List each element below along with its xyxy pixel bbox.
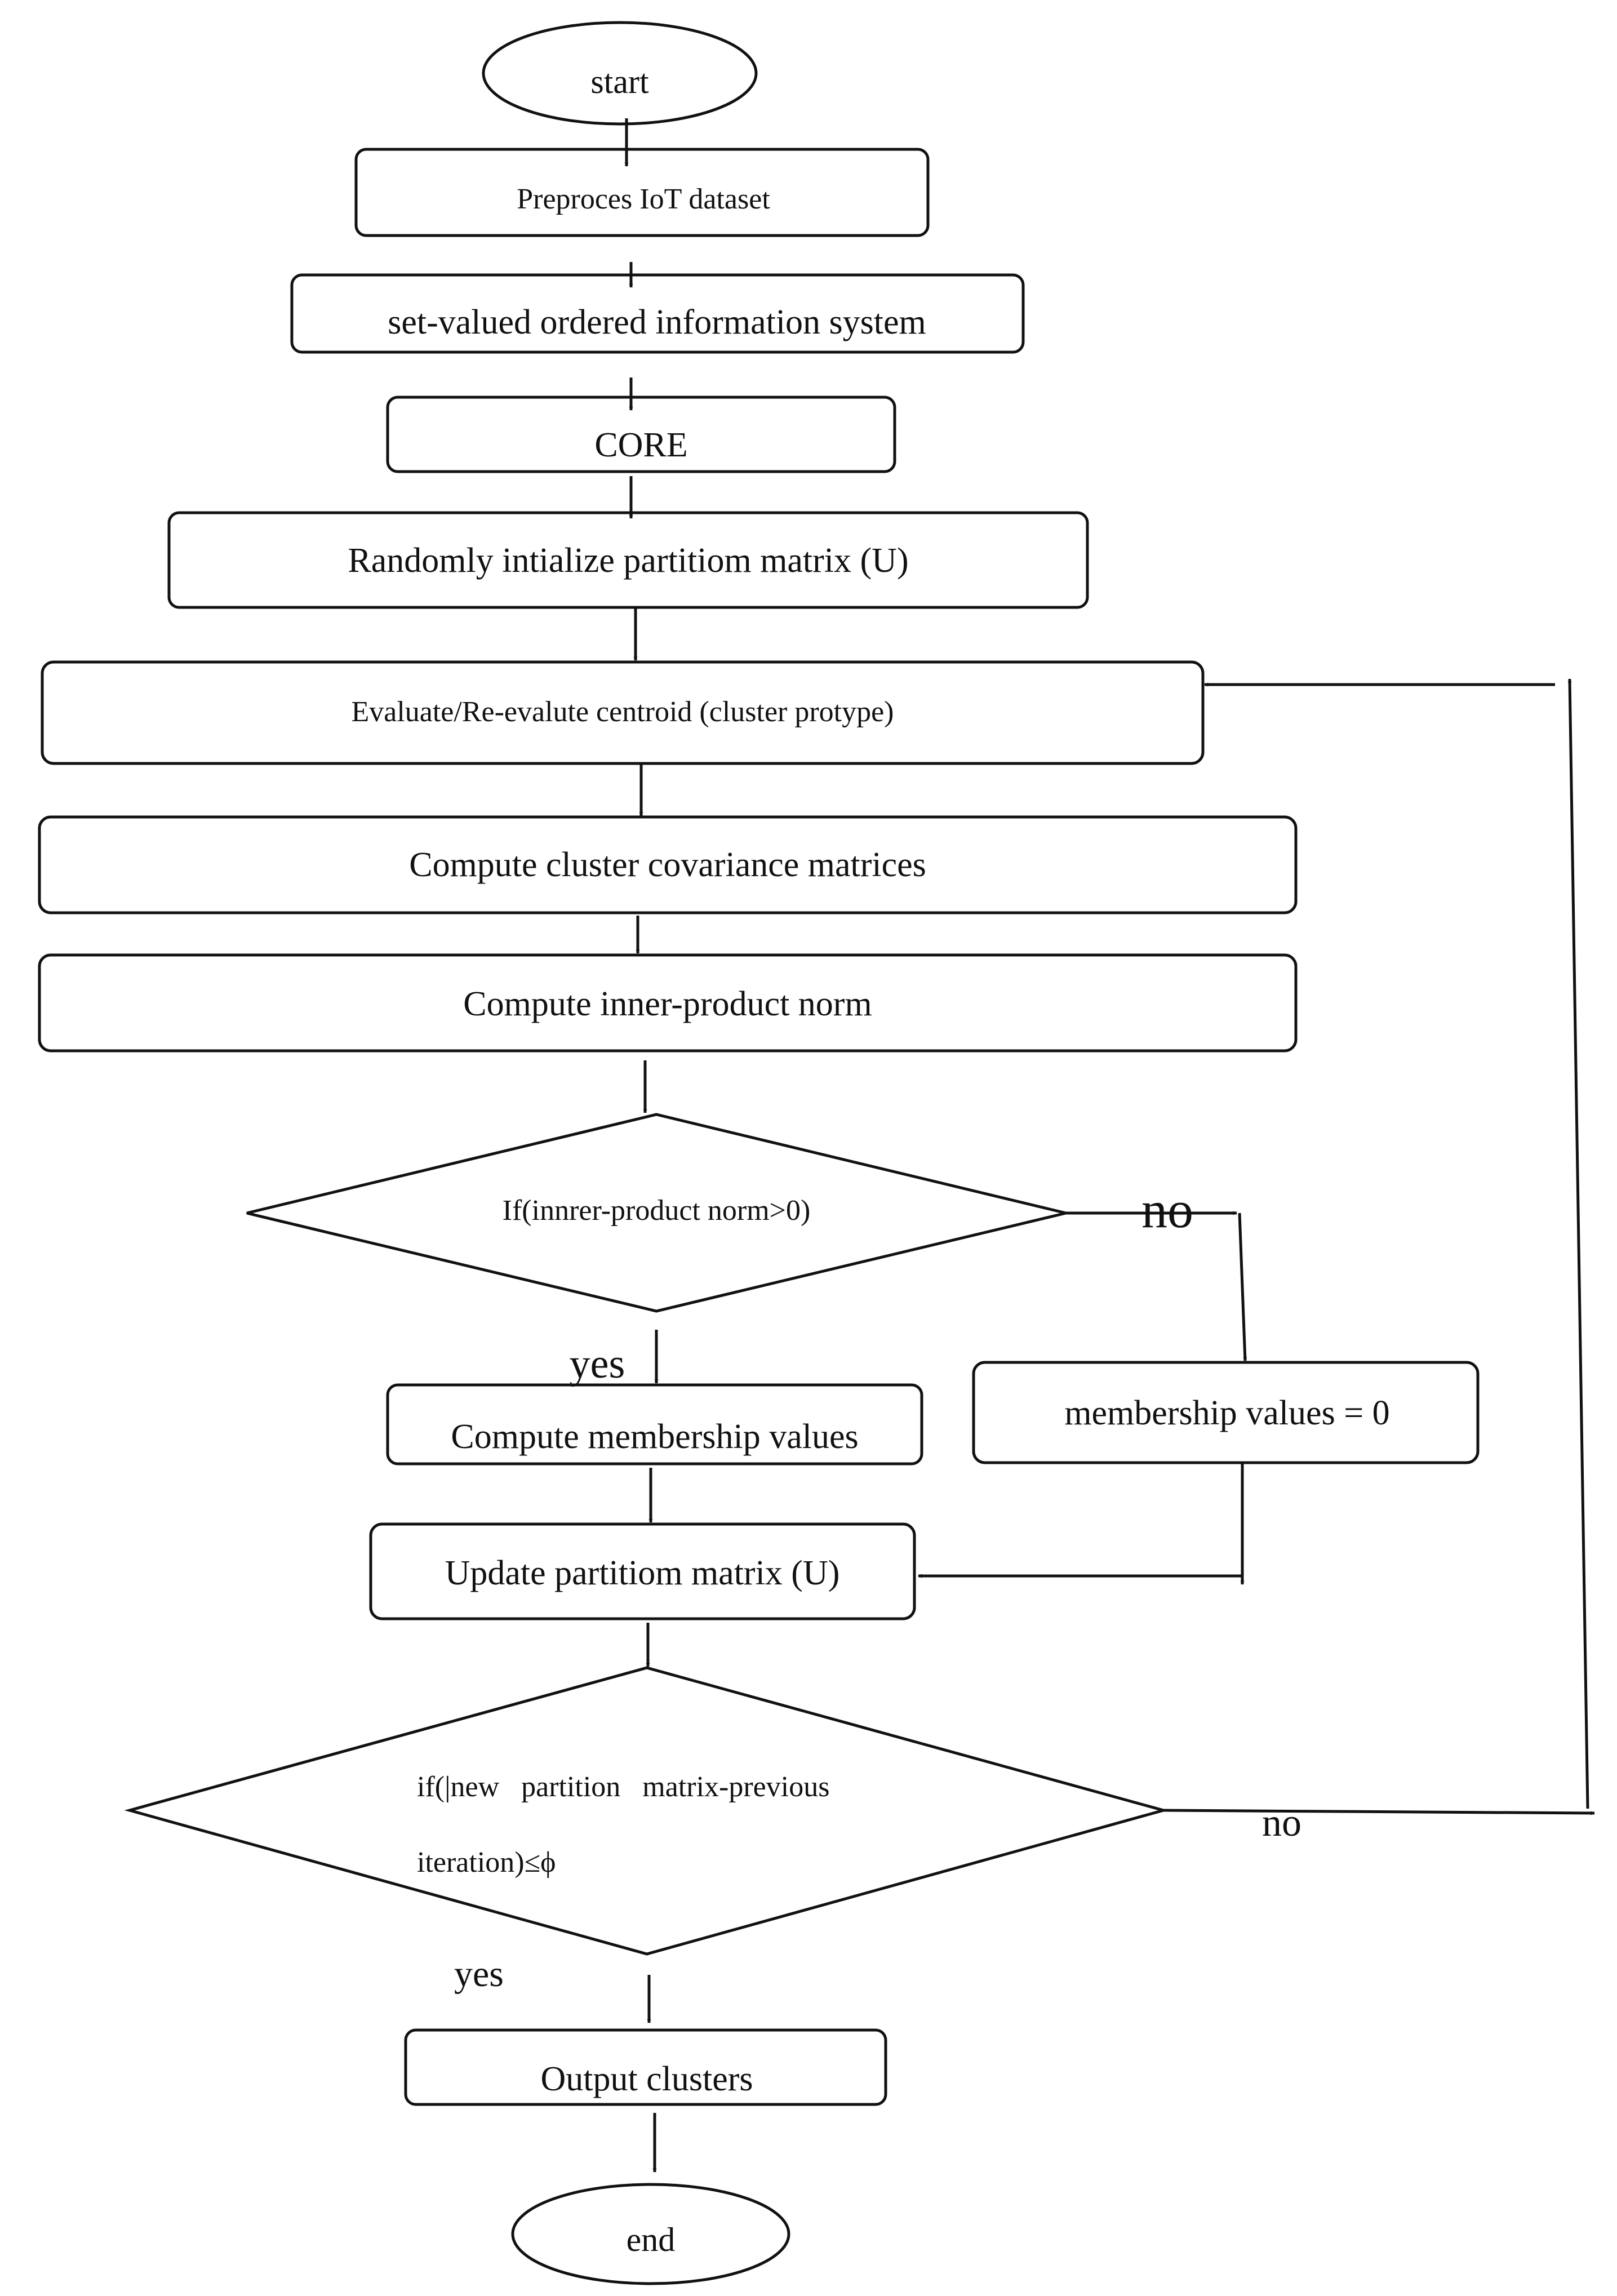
- init-matrix-box: [167, 511, 1089, 609]
- init-matrix-label: Randomly intialize partitiom matrix (U): [348, 541, 908, 580]
- membership-box: [386, 1383, 923, 1465]
- covariance-box: [38, 815, 1298, 914]
- inner-norm-label: Compute inner-product norm: [463, 985, 872, 1023]
- output-box: [404, 2028, 887, 2106]
- membership-zero-label: membership values = 0: [1064, 1394, 1389, 1432]
- decision1-yes-label: yes: [570, 1341, 625, 1387]
- decision2-label-line1: if(|new partition matrix-previous: [417, 1771, 829, 1803]
- end-label: end: [627, 2221, 676, 2258]
- arrow-decision2-no: [1163, 1809, 1595, 1815]
- membership-label: Compute membership values: [451, 1418, 858, 1456]
- core-box: [386, 396, 896, 473]
- core-label: CORE: [594, 426, 687, 464]
- svois-label: set-valued ordered information system: [388, 303, 926, 341]
- end-terminal: [511, 2183, 790, 2285]
- arrow-no-to-membership-zero: [1238, 1213, 1247, 1361]
- centroid-label: Evaluate/Re-evalute centroid (cluster pr…: [351, 696, 894, 728]
- output-label: Output clusters: [540, 2060, 753, 2098]
- decision2-label-line2: iteration)≤ϕ: [417, 1846, 556, 1878]
- decision1-label: If(innrer-product norm>0): [503, 1194, 811, 1227]
- update-matrix-box: [369, 1522, 916, 1620]
- membership-zero-box: [972, 1361, 1480, 1464]
- start-label: start: [590, 63, 649, 100]
- preprocess-box: [354, 148, 930, 237]
- preprocess-label: Preproces IoT dataset: [517, 183, 770, 215]
- decision2-no-label: no: [1262, 1801, 1301, 1845]
- decision-convergence: [124, 1666, 1169, 1956]
- covariance-label: Compute cluster covariance matrices: [409, 846, 926, 884]
- decision2-yes-label: yes: [454, 1953, 504, 1995]
- update-matrix-label: Update partitiom matrix (U): [445, 1554, 840, 1592]
- start-terminal: [482, 21, 758, 126]
- loop-back-up: [1567, 678, 1589, 1809]
- decision1-no-label: no: [1141, 1181, 1193, 1238]
- centroid-box: [41, 660, 1205, 765]
- inner-norm-box: [38, 953, 1298, 1052]
- svois-box: [290, 273, 1025, 354]
